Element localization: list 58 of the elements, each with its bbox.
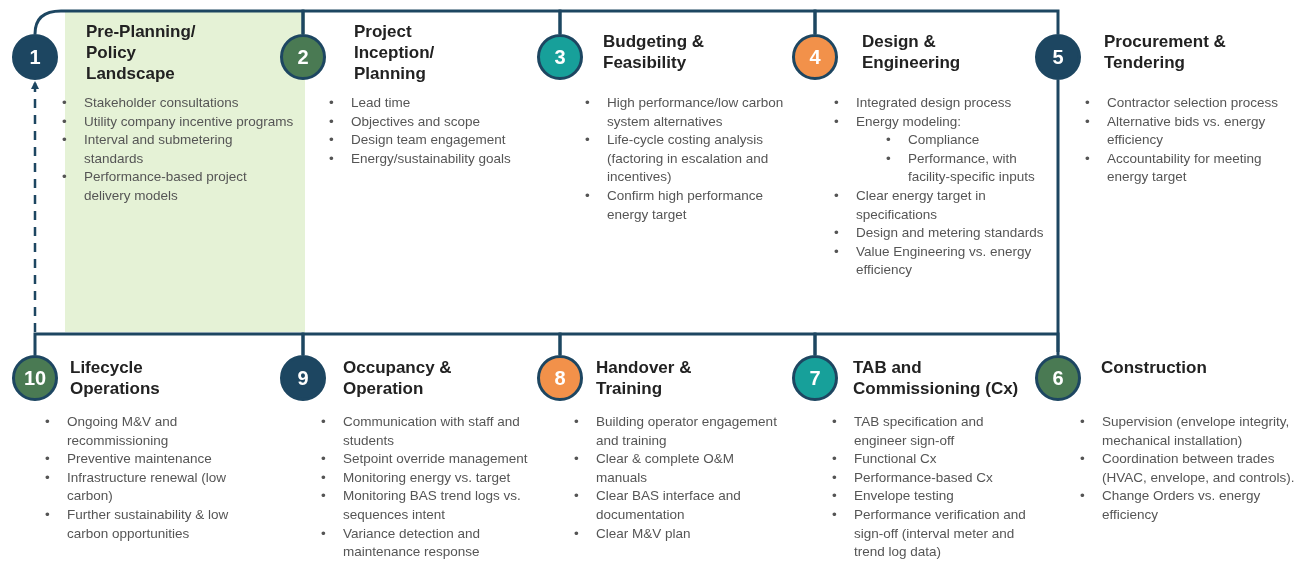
bullet-item: • Confirm high performance energy target [585, 186, 765, 224]
bullet-item: • Clear energy target in specifications [834, 186, 987, 224]
bullet-item: • Performance verification and sign-off (interval meter and trend log data) [832, 505, 1027, 562]
bullet-item: • Alternative bids vs. energy efficiency [1085, 112, 1267, 150]
stage-heading: Construction [1101, 357, 1208, 378]
bullet-item: • Objectives and scope [329, 112, 482, 131]
stage-heading: Handover & Training [596, 357, 693, 399]
bullet-item: • Lead time [329, 94, 412, 112]
bullet-item: • Integrated design process [834, 94, 1013, 112]
connector-line [558, 9, 817, 34]
bullet-item: • Communication with staff and students [321, 413, 521, 450]
stage-heading: Lifecycle Operations [70, 357, 161, 399]
stage-heading: Occupancy & Operation [343, 357, 453, 399]
bullet-item: • Value Engineering vs. energy efficiency [834, 242, 1033, 280]
bullet-item: • Stakeholder consultations [62, 94, 240, 112]
bullet-item: • Energy modeling: [834, 112, 963, 131]
bullet-item: • Monitoring BAS trend logs vs. sequences intent [321, 487, 522, 524]
stage-heading: Design & Engineering [862, 31, 962, 73]
bullet-item: • High performance/low carbon system alternatives [585, 94, 785, 131]
bullet-item: • Functional Cx [832, 450, 938, 469]
bullet-item: • Performance, with facility-specific inputs [885, 149, 1036, 187]
bullet-item: • Variance detection and maintenance response [321, 524, 482, 562]
bullet-item: • Change Orders vs. energy efficiency [1080, 487, 1262, 524]
bullet-item: • Envelope testing [832, 487, 955, 506]
dashed-arrow [31, 81, 39, 332]
bullet-item: • Clear BAS interface and documentation [574, 487, 742, 524]
stage-heading: TAB and Commissioning (Cx) [853, 357, 1020, 399]
bullet-item: • Design and metering standards [834, 224, 1044, 243]
bullet-item: • Energy/sustainability goals [329, 149, 512, 168]
bullet-item: • Contractor selection process [1085, 94, 1280, 112]
bullet-item: • TAB specification and engineer sign-off [832, 413, 985, 450]
bullet-item: • Accountability for meeting energy target [1085, 149, 1263, 187]
stage-heading: Pre-Planning/ Policy Landscape [86, 20, 197, 84]
connector-line [301, 9, 562, 34]
bullet-item: • Utility company incentive programs [62, 112, 294, 131]
bullet-item: • Monitoring energy vs. target [321, 468, 512, 487]
bullet-item: • Performance-based Cx [832, 468, 994, 487]
connector-line [813, 9, 1060, 34]
bullet-item: • Coordination between trades (HVAC, envelope, and controls). [1080, 450, 1295, 487]
bullet-item: • Setpoint override management [321, 450, 529, 469]
bullet-item: • Preventive maintenance [45, 450, 213, 469]
bullet-item: • Life-cycle costing analysis (factoring in escalation and incentives) [585, 131, 770, 187]
bullet-item: • Further sustainability & low carbon opportunities [45, 505, 230, 543]
stage-heading: Procurement & Tendering [1104, 31, 1227, 73]
bullet-item: • Clear M&V plan [574, 524, 692, 543]
connector-line [33, 9, 305, 35]
connector-line [33, 332, 305, 355]
stage-heading: Project Inception/ Planning [354, 20, 436, 84]
bullet-item: • Compliance [885, 131, 981, 150]
bullet-item: • Interval and submetering standards [62, 131, 234, 168]
bullet-item: • Ongoing M&V and recommissioning [45, 413, 179, 450]
bullet-item: • Performance-based project delivery models [62, 168, 248, 205]
bullet-item: • Clear & complete O&M manuals [574, 450, 736, 487]
bullet-item: • Supervision (envelope integrity, mechanical installation) [1080, 413, 1291, 450]
stage-heading: Budgeting & Feasibility [603, 31, 706, 73]
bullet-item: • Building operator engagement and training [574, 413, 778, 450]
bullet-item: • Infrastructure renewal (low carbon) [45, 468, 228, 506]
bullet-item: • Design team engagement [329, 131, 507, 150]
